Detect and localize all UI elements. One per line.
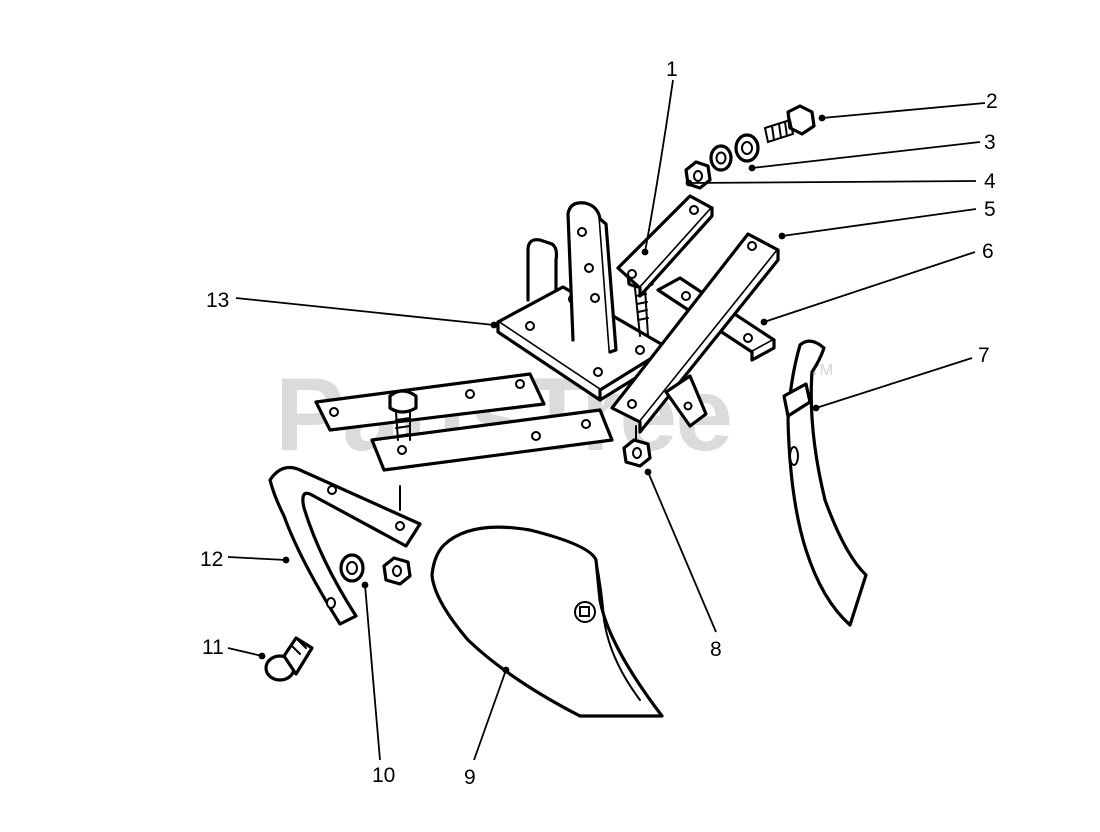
callout-9: 9: [464, 766, 476, 789]
plow-share-9[interactable]: [430, 525, 664, 718]
callout-5: 5: [984, 198, 996, 221]
callout-7: 7: [978, 344, 990, 367]
callout-1: 1: [666, 58, 678, 81]
moldboard-7[interactable]: [782, 339, 868, 627]
callout-6: 6: [982, 240, 994, 263]
carriage-bolt-mid[interactable]: [388, 389, 418, 441]
lock-washer-10[interactable]: [339, 553, 365, 583]
shank-12[interactable]: [268, 466, 422, 626]
hex-nut-10b[interactable]: [382, 556, 412, 586]
upper-strap[interactable]: [616, 194, 714, 298]
flat-bar-upper[interactable]: [314, 372, 546, 432]
callout-13: 13: [206, 289, 229, 312]
callout-11: 11: [202, 636, 224, 659]
hex-bolt-2[interactable]: [763, 104, 816, 144]
callout-4: 4: [984, 170, 996, 193]
flat-washer[interactable]: [709, 144, 733, 172]
plow-bolt-11[interactable]: [264, 636, 314, 682]
callout-10: 10: [372, 764, 395, 787]
lower-tab[interactable]: [664, 374, 708, 428]
callout-2: 2: [986, 90, 998, 113]
flat-bar-lower[interactable]: [370, 408, 614, 472]
callout-8: 8: [710, 638, 722, 661]
lock-washer-3[interactable]: [734, 133, 760, 163]
hex-nut-8[interactable]: [622, 425, 652, 468]
callout-3: 3: [984, 131, 996, 154]
callout-12: 12: [200, 548, 223, 571]
base-plate-bracket[interactable]: [496, 201, 670, 402]
